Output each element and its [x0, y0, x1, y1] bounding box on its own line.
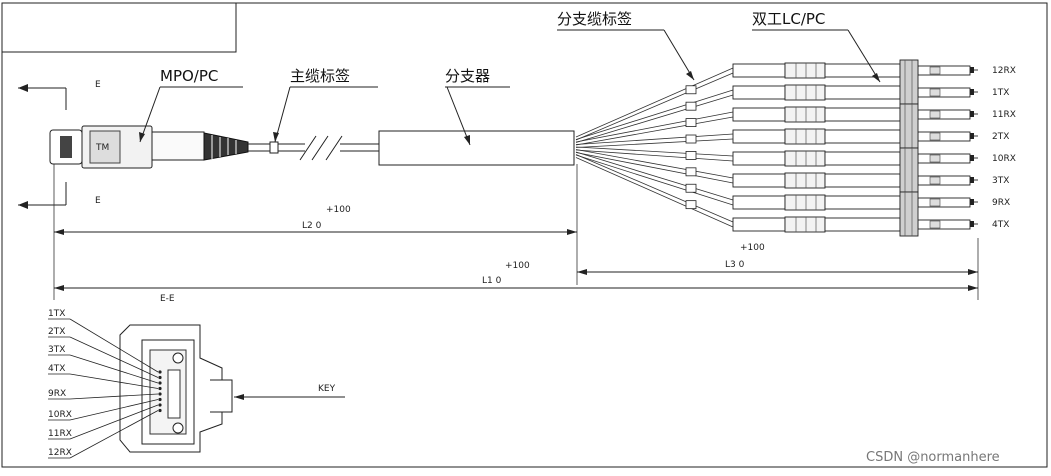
- mpo-pin-leader: [69, 404, 159, 440]
- lc-branch: 11RX: [575, 106, 1016, 146]
- mpo-fiber-dot: [158, 392, 162, 396]
- lc-branch: 2TX: [575, 128, 1009, 148]
- dim-l2: +100 L2 0: [53, 164, 578, 300]
- lc-branch: 10RX: [575, 146, 1016, 167]
- drawing-frame: [1, 2, 1048, 468]
- mpo-pin-leader: [69, 354, 159, 384]
- dim-l3-label: L3 0: [725, 260, 745, 270]
- lc-port-label: 4TX: [992, 220, 1009, 230]
- mpo-pin-label: 3TX: [48, 345, 65, 355]
- lc-branch: 12RX: [575, 62, 1016, 141]
- mpo-pin-labels: 1TX 2TX 3TX 4TX 9RX 10RX 11RX 12RX: [48, 309, 162, 459]
- mpo-pin-leader: [69, 336, 159, 378]
- duplex-clip: [899, 191, 919, 237]
- mpo-pin-leader: [69, 318, 159, 373]
- callout-duplex-lc: 双工LC/PC: [752, 10, 881, 83]
- mpo-pc-label: MPO/PC: [160, 67, 218, 85]
- section-mark-top: E: [18, 80, 101, 110]
- watermark: CSDN @normanhere: [866, 450, 1000, 465]
- dim-l1-label: L1 0: [482, 276, 502, 286]
- callout-main-cable-label: 主缆标签: [273, 67, 378, 143]
- duplex-clip: [899, 59, 919, 105]
- lc-port-label: 11RX: [992, 110, 1016, 120]
- lc-port-label: 9RX: [992, 198, 1010, 208]
- main-cable-label-text: 主缆标签: [290, 67, 350, 85]
- mpo-key-mark: TM: [95, 143, 109, 153]
- mpo-fiber-dot: [158, 375, 162, 380]
- mpo-fiber-dot: [158, 403, 162, 407]
- mpo-pin-label: 12RX: [48, 448, 72, 458]
- mpo-fiber-dot: [158, 381, 162, 385]
- section-mark-bottom-label: E: [95, 196, 101, 206]
- dim-l1: +100 L1 0: [54, 261, 978, 291]
- mpo-pin-label: 10RX: [48, 410, 72, 420]
- dim-l3: +100 L3 0: [577, 238, 979, 300]
- mpo-fiber-dot: [158, 397, 162, 402]
- mpo-connector: TM: [49, 125, 249, 169]
- callout-branch-label: 分支缆标签: [557, 10, 695, 81]
- mpo-pin-label: 11RX: [48, 429, 72, 439]
- mpo-fiber-dot: [158, 370, 162, 374]
- mpo-pin-leader: [69, 373, 159, 389]
- section-ee-label: E-E: [160, 294, 175, 304]
- lc-branch: 1TX: [575, 84, 1009, 143]
- splitter-body: [378, 130, 575, 166]
- mpo-fiber-dot: [158, 386, 162, 391]
- mpo-fiber-dot: [158, 408, 162, 413]
- lc-port-label: 3TX: [992, 176, 1009, 186]
- mpo-cross-section: [119, 324, 233, 453]
- lc-branch: 9RX: [575, 151, 1010, 211]
- main-cable: [248, 135, 380, 161]
- lc-port-label: 10RX: [992, 154, 1016, 164]
- mpo-pin-leader: [69, 393, 159, 400]
- key-callout: KEY: [234, 384, 345, 400]
- fanout-group: 12RX 1TX 11RX 2TX 10RX 3TX 9RX 4TX: [575, 59, 1016, 237]
- mpo-pin-label: 1TX: [48, 309, 65, 319]
- dim-l2-tolerance: +100: [326, 205, 351, 215]
- mpo-pin-label: 4TX: [48, 364, 65, 374]
- lc-branch: 3TX: [575, 149, 1009, 189]
- splitter-label-text: 分支器: [445, 67, 490, 85]
- mpo-pin-leader: [69, 399, 159, 421]
- duplex-clip: [899, 103, 919, 149]
- lc-port-label: 12RX: [992, 66, 1016, 76]
- section-mark-top-label: E: [95, 80, 101, 90]
- branch-cable-label-text: 分支缆标签: [557, 10, 632, 28]
- lc-port-label: 2TX: [992, 132, 1009, 142]
- lc-port-label: 1TX: [992, 88, 1009, 98]
- mpo-pin-label: 2TX: [48, 327, 65, 337]
- section-mark-bottom: E: [18, 182, 101, 209]
- dim-l3-tolerance: +100: [740, 243, 765, 253]
- lc-branch: 4TX: [575, 154, 1009, 233]
- title-block: [1, 2, 237, 53]
- mpo-pin-leader: [69, 410, 159, 459]
- dim-l2-label: L2 0: [302, 221, 322, 231]
- key-label: KEY: [318, 384, 336, 394]
- duplex-clip: [899, 147, 919, 193]
- dim-l1-tolerance: +100: [505, 261, 530, 271]
- mpo-pin-label: 9RX: [48, 389, 66, 399]
- duplex-lc-label-text: 双工LC/PC: [752, 10, 825, 28]
- callout-mpo: MPO/PC: [139, 67, 243, 143]
- callout-splitter: 分支器: [445, 67, 510, 146]
